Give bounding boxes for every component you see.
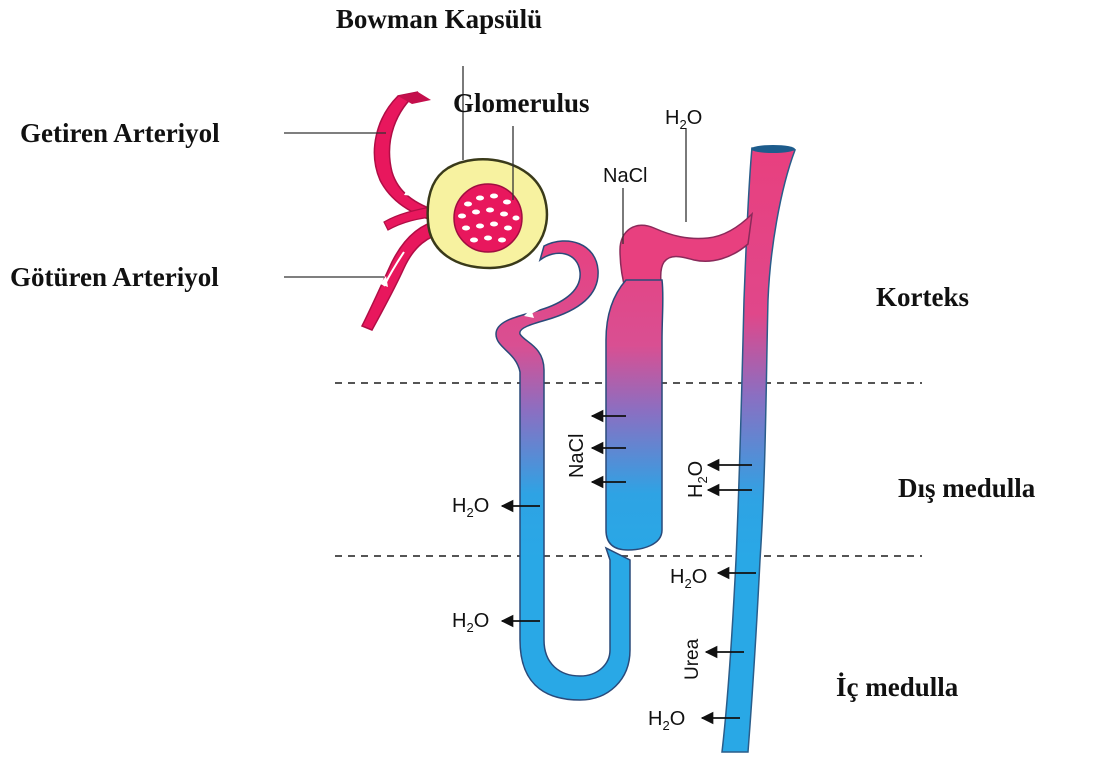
glomerulus: [454, 184, 522, 252]
efferent-label: Götüren Arteriyol: [10, 262, 219, 292]
nacl-top-label: NaCl: [603, 165, 647, 187]
afferent-label: Getiren Arteriyol: [20, 118, 220, 148]
h2o-desc-label-1: H2O: [452, 495, 489, 520]
inner-medulla-label: İç medulla: [836, 672, 959, 702]
outer-medulla-label: Dış medulla: [898, 473, 1036, 503]
thick-ascending-limb: [606, 280, 663, 550]
urea-label: Urea: [682, 638, 703, 680]
h2o-side-label: H2O: [685, 461, 710, 498]
h2o-top-label: H2O: [665, 107, 702, 132]
bowman-label: Bowman Kapsülü: [336, 4, 542, 34]
h2o-collect-label-2: H2O: [648, 708, 685, 733]
h2o-collect-label-1: H2O: [670, 566, 707, 591]
cortex-label: Korteks: [876, 282, 969, 312]
nacl-side-label: NaCl: [566, 434, 588, 478]
h2o-desc-label-2: H2O: [452, 610, 489, 635]
glomerulus-label: Glomerulus: [453, 88, 590, 118]
